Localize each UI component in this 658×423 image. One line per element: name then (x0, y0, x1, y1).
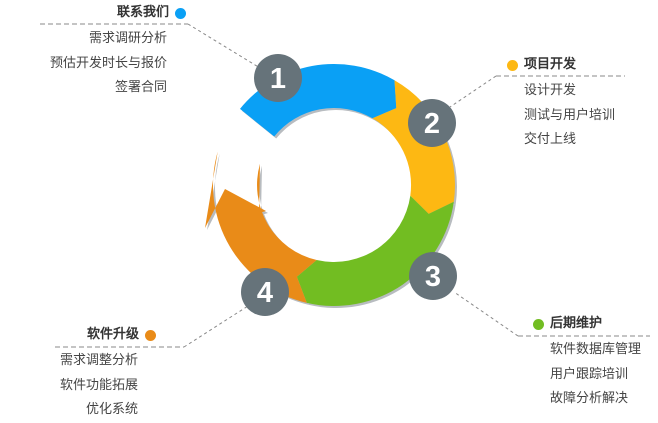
segment-4-orange (205, 151, 317, 303)
step-1-title-row: 联系我们 (36, 3, 186, 23)
step-1-dot-icon (175, 7, 186, 19)
step-4-dot-icon (145, 329, 156, 341)
list-item: 需求调整分析 (59, 353, 138, 368)
badge-circle (408, 99, 456, 147)
step-3-badge: 3 (409, 252, 457, 300)
list-item: 预估开发时长与报价 (49, 55, 167, 71)
step-3-title-row: 后期维护 (533, 314, 658, 334)
badge-number: 1 (270, 63, 286, 95)
step-4-block: 软件升级 需求调整分析 软件功能拓展 优化系统 (40, 325, 156, 423)
connector-line-4-diag (183, 305, 249, 348)
step-4-title-row: 软件升级 (40, 325, 156, 345)
badges: 1 2 3 4 (241, 54, 457, 316)
step-2-title: 项目开发 (524, 57, 577, 72)
list-item: 测试与用户培训 (524, 107, 616, 123)
list-item: 设计开发 (524, 83, 577, 98)
step-4-title: 软件升级 (86, 327, 139, 342)
list-item: 软件数据库管理 (550, 342, 642, 357)
step-1-title: 联系我们 (116, 5, 169, 20)
step-4-items: 需求调整分析 软件功能拓展 优化系统 (40, 349, 156, 423)
step-3-block: 后期维护 软件数据库管理 用户跟踪培训 故障分析解决 (533, 314, 658, 412)
list-item: 交付上线 (524, 132, 577, 147)
step-2-dot-icon (507, 59, 518, 71)
step-1-badge: 1 (254, 54, 302, 102)
step-3-title: 后期维护 (550, 316, 603, 331)
list-item: 需求调研分析 (88, 31, 167, 46)
list-item: 优化系统 (85, 402, 138, 417)
badge-circle (241, 268, 289, 316)
segment-3-green (296, 195, 454, 306)
step-1-block: 联系我们 需求调研分析 预估开发时长与报价 签署合同 (36, 3, 186, 101)
step-1-items: 需求调研分析 预估开发时长与报价 签署合同 (36, 27, 186, 101)
badge-circle (254, 54, 302, 102)
step-4-badge: 4 (241, 268, 289, 316)
badge-number: 3 (425, 261, 441, 293)
step-2-block: 项目开发 设计开发 测试与用户培训 交付上线 (507, 55, 647, 153)
step-2-items: 设计开发 测试与用户培训 交付上线 (507, 79, 647, 153)
list-item: 故障分析解决 (550, 391, 629, 406)
step-2-badge: 2 (408, 99, 456, 147)
step-3-items: 软件数据库管理 用户跟踪培训 故障分析解决 (533, 338, 658, 412)
badge-number: 4 (257, 277, 273, 309)
connector-line-3-diag (453, 291, 519, 337)
list-item: 签署合同 (114, 80, 167, 95)
connector-lines (40, 23, 650, 348)
list-item: 软件功能拓展 (59, 377, 138, 393)
step-2-title-row: 项目开发 (507, 55, 647, 75)
list-item: 用户跟踪培训 (550, 366, 629, 382)
connector-line-1-diag (187, 23, 261, 69)
badge-number: 2 (424, 108, 440, 140)
segment-2-yellow (372, 80, 455, 214)
connector-line-2-diag (449, 75, 497, 108)
step-3-dot-icon (533, 318, 544, 330)
badge-circle (409, 252, 457, 300)
